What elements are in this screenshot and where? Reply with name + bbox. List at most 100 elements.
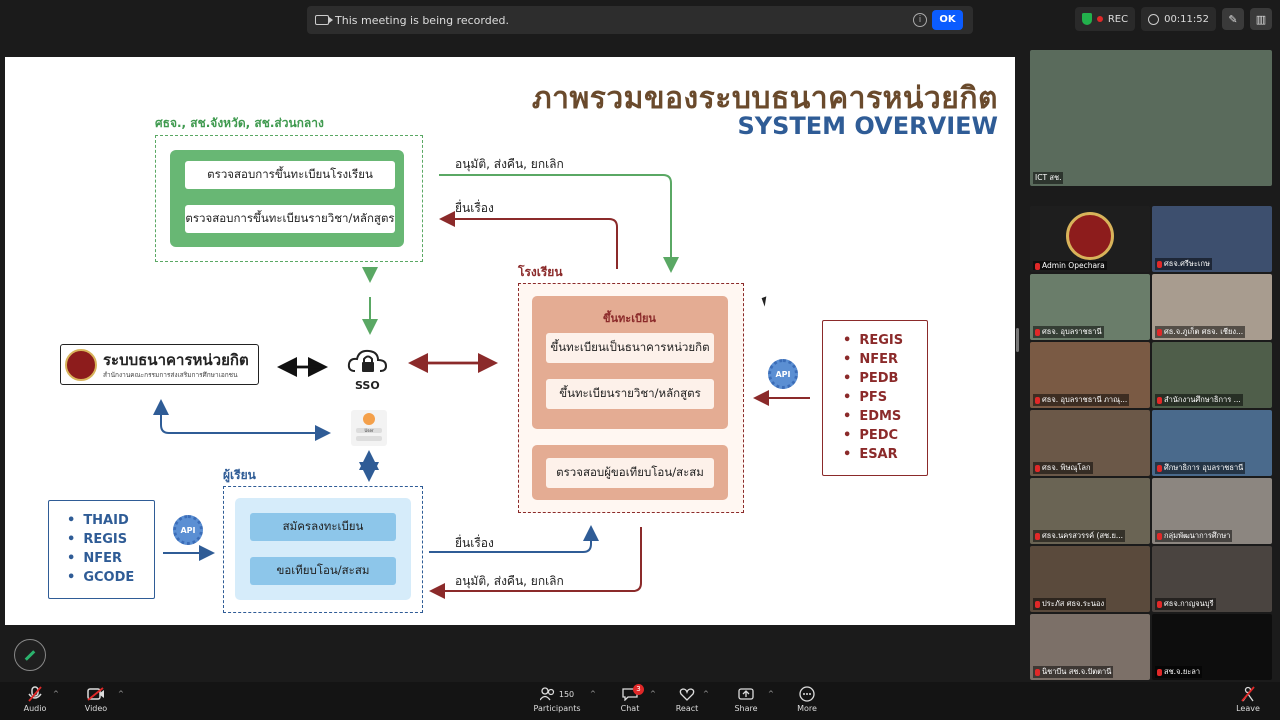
chat-label: Chat bbox=[620, 704, 640, 713]
credit-bank-logo: ระบบธนาคารหน่วยกิต สำนักงานคณะกรรมการส่ง… bbox=[60, 344, 259, 385]
participant-name: ศธจ. พิษณุโลก bbox=[1033, 462, 1093, 474]
more-dots-icon bbox=[782, 686, 832, 702]
panel-resize-handle[interactable] bbox=[1016, 328, 1019, 352]
mic-muted-icon bbox=[1035, 600, 1040, 608]
more-button[interactable]: More bbox=[782, 686, 832, 713]
participants-caret-icon[interactable]: ^ bbox=[590, 690, 596, 698]
api-left-icon: API bbox=[173, 515, 203, 545]
mic-muted-icon bbox=[1157, 328, 1162, 336]
leave-label: Leave bbox=[1236, 704, 1260, 713]
flow-label-approve-top: อนุมัติ, ส่งคืน, ยกเลิก bbox=[455, 157, 564, 171]
participant-tile[interactable]: ศึกษาธิการ อุบลราชธานี bbox=[1152, 410, 1272, 476]
meeting-timer: 00:11:52 bbox=[1164, 13, 1209, 25]
learner-item-1: สมัครลงทะเบียน bbox=[250, 513, 396, 541]
participant-name-text: ศธจ.นครสวรรค์ (สช.ย... bbox=[1042, 531, 1124, 540]
share-screen-icon bbox=[721, 686, 771, 702]
participant-name: ศึกษาธิการ อุบลราชธานี bbox=[1155, 462, 1246, 474]
react-caret-icon[interactable]: ^ bbox=[703, 690, 709, 698]
mic-muted-icon bbox=[1157, 260, 1162, 268]
meeting-toolbar: Audio ^ Video ^ 150 Participants ^ Chat … bbox=[0, 682, 1280, 720]
share-label: Share bbox=[734, 704, 758, 713]
info-icon[interactable]: i bbox=[913, 13, 927, 27]
opec-seal-icon bbox=[1066, 212, 1114, 260]
right-list-item: PEDC bbox=[843, 426, 903, 445]
participant-name-text: ศึกษาธิการ อุบลราชธานี bbox=[1164, 463, 1244, 472]
annotate-pencil-button[interactable] bbox=[14, 639, 46, 671]
flow-label-submit-bottom: ยื่นเรื่อง bbox=[455, 536, 494, 550]
participant-tile[interactable]: สช.จ.ยะลา bbox=[1152, 614, 1272, 680]
mic-muted-icon bbox=[1035, 668, 1040, 676]
right-list-item: REGIS bbox=[843, 331, 903, 350]
bank-subtitle: สำนักงานคณะกรรมการส่งเสริมการศึกษาเอกชน bbox=[103, 371, 238, 379]
school-verify-item: ตรวจสอบผู้ขอเทียบโอน/สะสม bbox=[546, 458, 714, 488]
learner-box bbox=[223, 486, 423, 613]
participant-tile[interactable]: ศธจ. พิษณุโลก bbox=[1030, 410, 1150, 476]
top-group-box bbox=[155, 135, 423, 262]
left-list-item: GCODE bbox=[67, 568, 134, 587]
participant-name-text: Admin Opechara bbox=[1042, 261, 1105, 270]
flow-label-approve-bottom: อนุมัติ, ส่งคืน, ยกเลิก bbox=[455, 574, 564, 588]
react-button[interactable]: React bbox=[662, 686, 712, 713]
participant-name-text: ศธจ.กาญจนบุรี bbox=[1164, 599, 1214, 608]
top-group-label: ศธจ., สช.จังหวัด, สช.ส่วนกลาง bbox=[155, 116, 324, 130]
participant-tile[interactable]: ศธ.จ.ภูเก็ต ศธจ. เชียง... bbox=[1152, 274, 1272, 340]
participant-name-text: ICT สช. bbox=[1035, 173, 1062, 182]
chat-button[interactable]: Chat bbox=[605, 686, 655, 713]
participant-name: นิชาบีน สช.จ.ปัตตานี bbox=[1033, 666, 1114, 678]
slide-title-english: SYSTEM OVERVIEW bbox=[737, 112, 998, 140]
audio-caret-icon[interactable]: ^ bbox=[53, 690, 59, 698]
heart-react-icon bbox=[662, 686, 712, 702]
top-item-2: ตรวจสอบการขึ้นทะเบียนรายวิชา/หลักสูตร bbox=[185, 205, 395, 233]
participant-tile[interactable]: ICT สช. bbox=[1030, 50, 1272, 186]
participant-name: กลุ่มพัฒนาการศึกษา bbox=[1155, 530, 1233, 542]
share-caret-icon[interactable]: ^ bbox=[768, 690, 774, 698]
video-off-icon bbox=[71, 686, 121, 702]
participant-tile[interactable]: ศธจ.นครสวรรค์ (สช.ย... bbox=[1030, 478, 1150, 544]
api-right-icon: API bbox=[768, 359, 798, 389]
mic-muted-icon bbox=[1157, 532, 1162, 540]
pencil-icon bbox=[24, 649, 36, 661]
learner-item-2: ขอเทียบโอน/สะสม bbox=[250, 557, 396, 585]
mic-muted-icon bbox=[1035, 464, 1040, 472]
user-card-label: User bbox=[356, 428, 382, 433]
video-button[interactable]: Video bbox=[71, 686, 121, 713]
participant-tile[interactable]: นิชาบีน สช.จ.ปัตตานี bbox=[1030, 614, 1150, 680]
edit-icon[interactable]: ✎ bbox=[1222, 8, 1244, 30]
participant-name-text: ศธจ. อุบลราชธานี ภาณุ... bbox=[1042, 395, 1128, 404]
mic-muted-icon bbox=[1035, 262, 1040, 270]
flow-label-submit-top: ยื่นเรื่อง bbox=[455, 201, 494, 215]
participant-tile[interactable]: ศธจ.ศรีษะเกษ bbox=[1152, 206, 1272, 272]
top-item-1: ตรวจสอบการขึ้นทะเบียนโรงเรียน bbox=[185, 161, 395, 189]
participant-tile[interactable]: ศธจ. อุบลราชธานี bbox=[1030, 274, 1150, 340]
participants-button[interactable]: 150 Participants bbox=[532, 686, 582, 713]
school-register-title: ขึ้นทะเบียน bbox=[603, 312, 656, 325]
right-list-item: PEDB bbox=[843, 369, 903, 388]
leave-icon bbox=[1223, 686, 1273, 702]
participant-tile[interactable]: ประภัส ศธจ.ระนอง bbox=[1030, 546, 1150, 612]
top-status-bar: REC 00:11:52 ✎ ▥ bbox=[1074, 6, 1272, 32]
view-layout-icon[interactable]: ▥ bbox=[1250, 8, 1272, 30]
chat-caret-icon[interactable]: ^ bbox=[650, 690, 656, 698]
video-caret-icon[interactable]: ^ bbox=[118, 690, 124, 698]
participant-tile[interactable]: กลุ่มพัฒนาการศึกษา bbox=[1152, 478, 1272, 544]
participant-tile[interactable]: ศธจ. อุบลราชธานี ภาณุ... bbox=[1030, 342, 1150, 408]
opec-seal-icon bbox=[65, 349, 97, 381]
share-button[interactable]: Share bbox=[721, 686, 771, 713]
security-rec-pill[interactable]: REC bbox=[1074, 7, 1136, 31]
participant-tile[interactable]: ศธจ.กาญจนบุรี bbox=[1152, 546, 1272, 612]
participant-tile[interactable]: สำนักงานศึกษาธิการ ... bbox=[1152, 342, 1272, 408]
left-list-item: NFER bbox=[67, 549, 134, 568]
mic-muted-icon bbox=[1157, 668, 1162, 676]
participant-name: ศธ.จ.ภูเก็ต ศธจ. เชียง... bbox=[1155, 326, 1246, 338]
audio-button[interactable]: Audio bbox=[10, 686, 60, 713]
ok-button[interactable]: OK bbox=[932, 10, 963, 30]
leave-button[interactable]: Leave bbox=[1223, 686, 1273, 713]
right-list-item: NFER bbox=[843, 350, 903, 369]
participant-name-text: ศธจ.ศรีษะเกษ bbox=[1164, 259, 1210, 268]
right-list-item: EDMS bbox=[843, 407, 903, 426]
mic-muted-icon bbox=[1157, 464, 1162, 472]
participant-name-text: ประภัส ศธจ.ระนอง bbox=[1042, 599, 1105, 608]
participant-name: สำนักงานศึกษาธิการ ... bbox=[1155, 394, 1243, 406]
participant-tile[interactable]: Admin Opechara bbox=[1030, 206, 1150, 272]
participant-name-text: นิชาบีน สช.จ.ปัตตานี bbox=[1042, 667, 1112, 676]
